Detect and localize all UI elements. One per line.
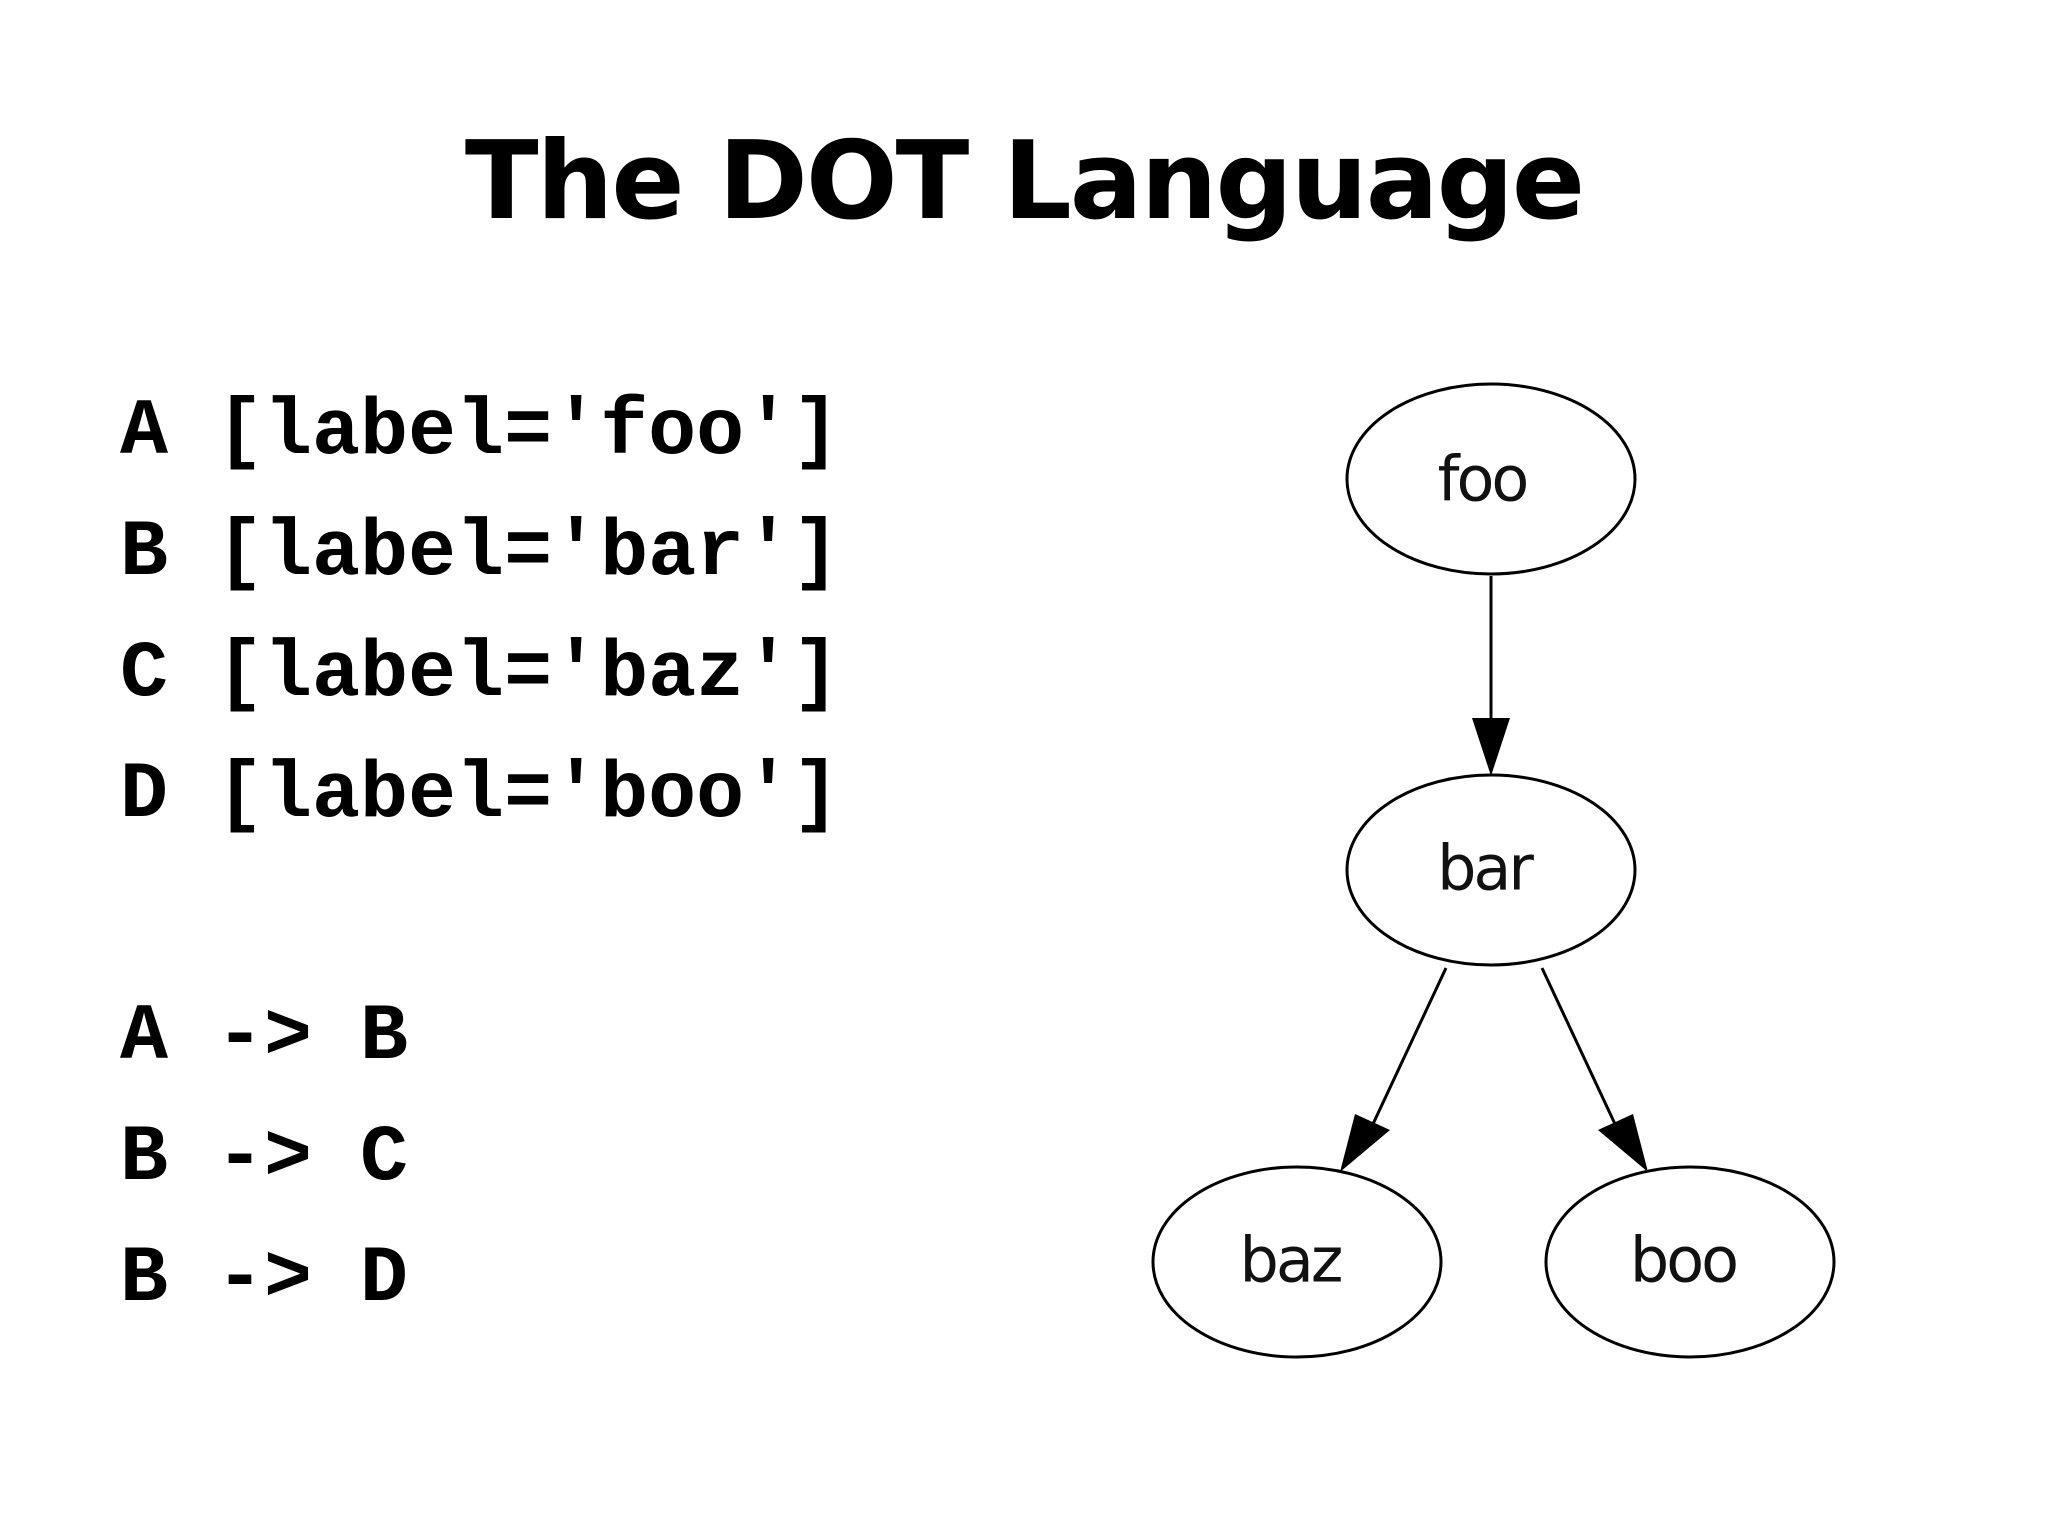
node-boo-ellipse bbox=[1544, 1165, 1836, 1359]
code-line-edge-b-c: B -> C bbox=[120, 1113, 409, 1204]
code-line-node-b: B [label='bar'] bbox=[120, 508, 841, 599]
arrowhead-foo-bar bbox=[1472, 718, 1510, 776]
edge-bar-to-baz bbox=[1340, 967, 1448, 1172]
code-line-edge-a-b: A -> B bbox=[120, 992, 409, 1083]
node-baz: baz bbox=[1151, 1165, 1443, 1359]
node-baz-ellipse bbox=[1151, 1165, 1443, 1359]
node-baz-label: baz bbox=[1240, 1224, 1341, 1297]
slide-title: The DOT Language bbox=[464, 119, 1585, 244]
node-bar: bar bbox=[1345, 773, 1637, 967]
edge-line-bar-baz bbox=[1371, 967, 1448, 1125]
node-foo-label: foo bbox=[1438, 443, 1527, 516]
code-line-node-d: D [label='boo'] bbox=[120, 750, 841, 841]
dot-code-block: A [label='foo'] B [label='bar'] C [label… bbox=[120, 372, 840, 1340]
node-boo-label: boo bbox=[1630, 1224, 1736, 1297]
code-line-node-c: C [label='baz'] bbox=[120, 629, 841, 720]
edge-line-bar-boo bbox=[1540, 967, 1617, 1125]
edge-foo-to-bar bbox=[1472, 576, 1510, 776]
node-bar-ellipse bbox=[1345, 773, 1637, 967]
code-line-edge-b-d: B -> D bbox=[120, 1234, 409, 1325]
arrowhead-bar-boo bbox=[1598, 1114, 1648, 1172]
node-bar-label: bar bbox=[1437, 832, 1534, 905]
node-boo: boo bbox=[1544, 1165, 1836, 1359]
arrowhead-bar-baz bbox=[1340, 1114, 1390, 1172]
edge-bar-to-boo bbox=[1540, 967, 1648, 1172]
node-foo: foo bbox=[1345, 382, 1637, 576]
node-foo-ellipse bbox=[1345, 382, 1637, 576]
code-line-node-a: A [label='foo'] bbox=[120, 387, 841, 478]
